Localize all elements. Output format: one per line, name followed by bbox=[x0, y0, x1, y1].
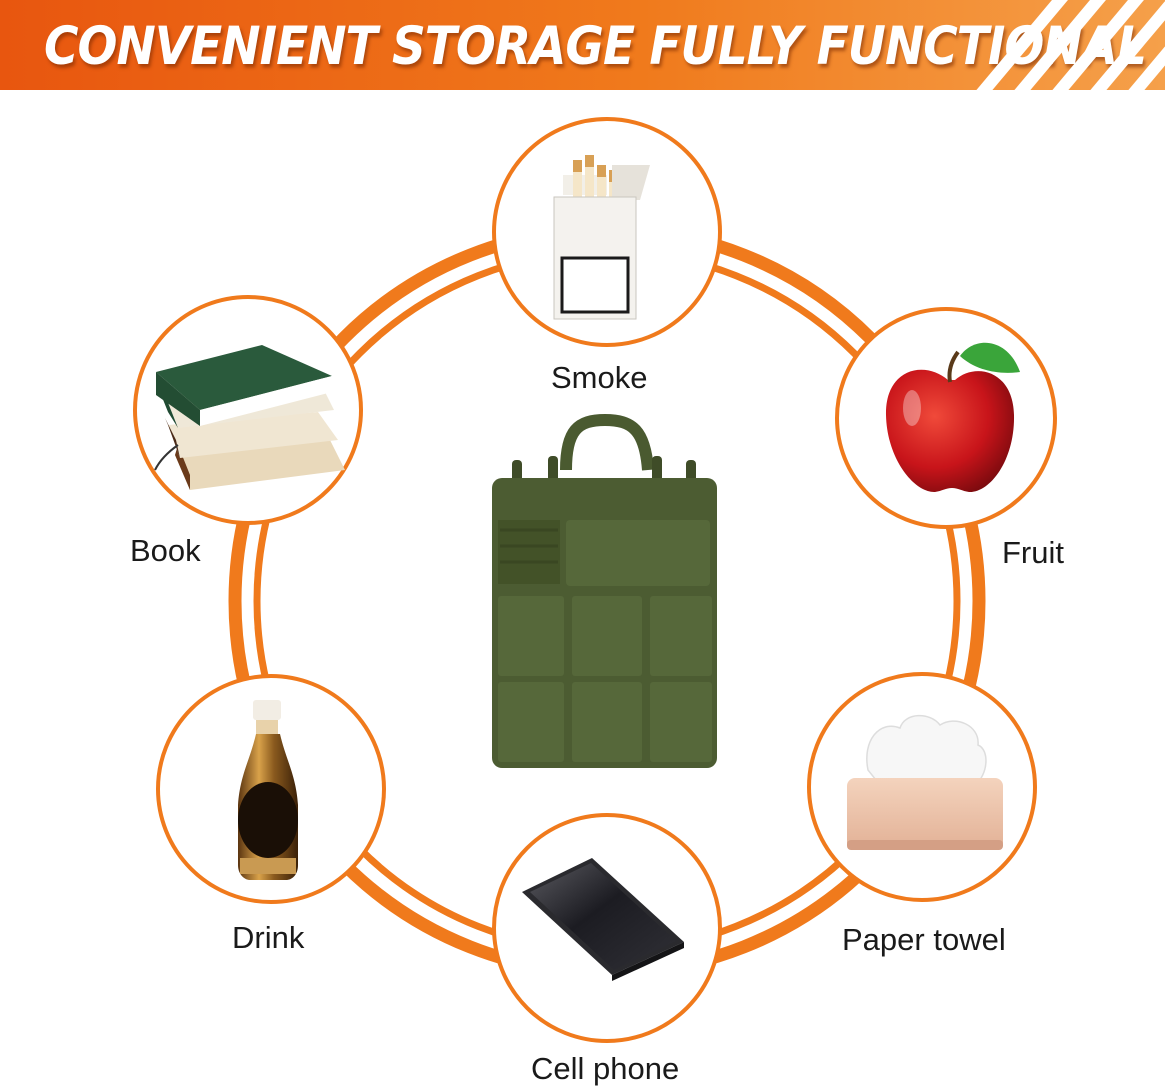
item-label-book: Book bbox=[130, 533, 201, 568]
banner-title: CONVENIENT STORAGE FULLY FUNCTIONAL bbox=[44, 16, 1147, 78]
bottle-icon bbox=[238, 700, 298, 880]
smartphone-icon bbox=[522, 858, 684, 981]
item-label-fruit: Fruit bbox=[1002, 535, 1064, 570]
item-label-smoke: Smoke bbox=[551, 360, 648, 395]
item-label-drink: Drink bbox=[232, 920, 305, 955]
header-banner: CONVENIENT STORAGE FULLY FUNCTIONAL bbox=[0, 0, 1165, 90]
tissue-box-icon bbox=[847, 714, 1003, 850]
apple-icon bbox=[885, 342, 1020, 493]
seat-back-organizer-icon bbox=[492, 413, 717, 768]
item-label-paper-towel: Paper towel bbox=[842, 922, 1006, 957]
books-icon bbox=[154, 345, 345, 490]
cigarette-pack-icon bbox=[553, 155, 650, 320]
item-label-cell-phone: Cell phone bbox=[531, 1051, 680, 1086]
